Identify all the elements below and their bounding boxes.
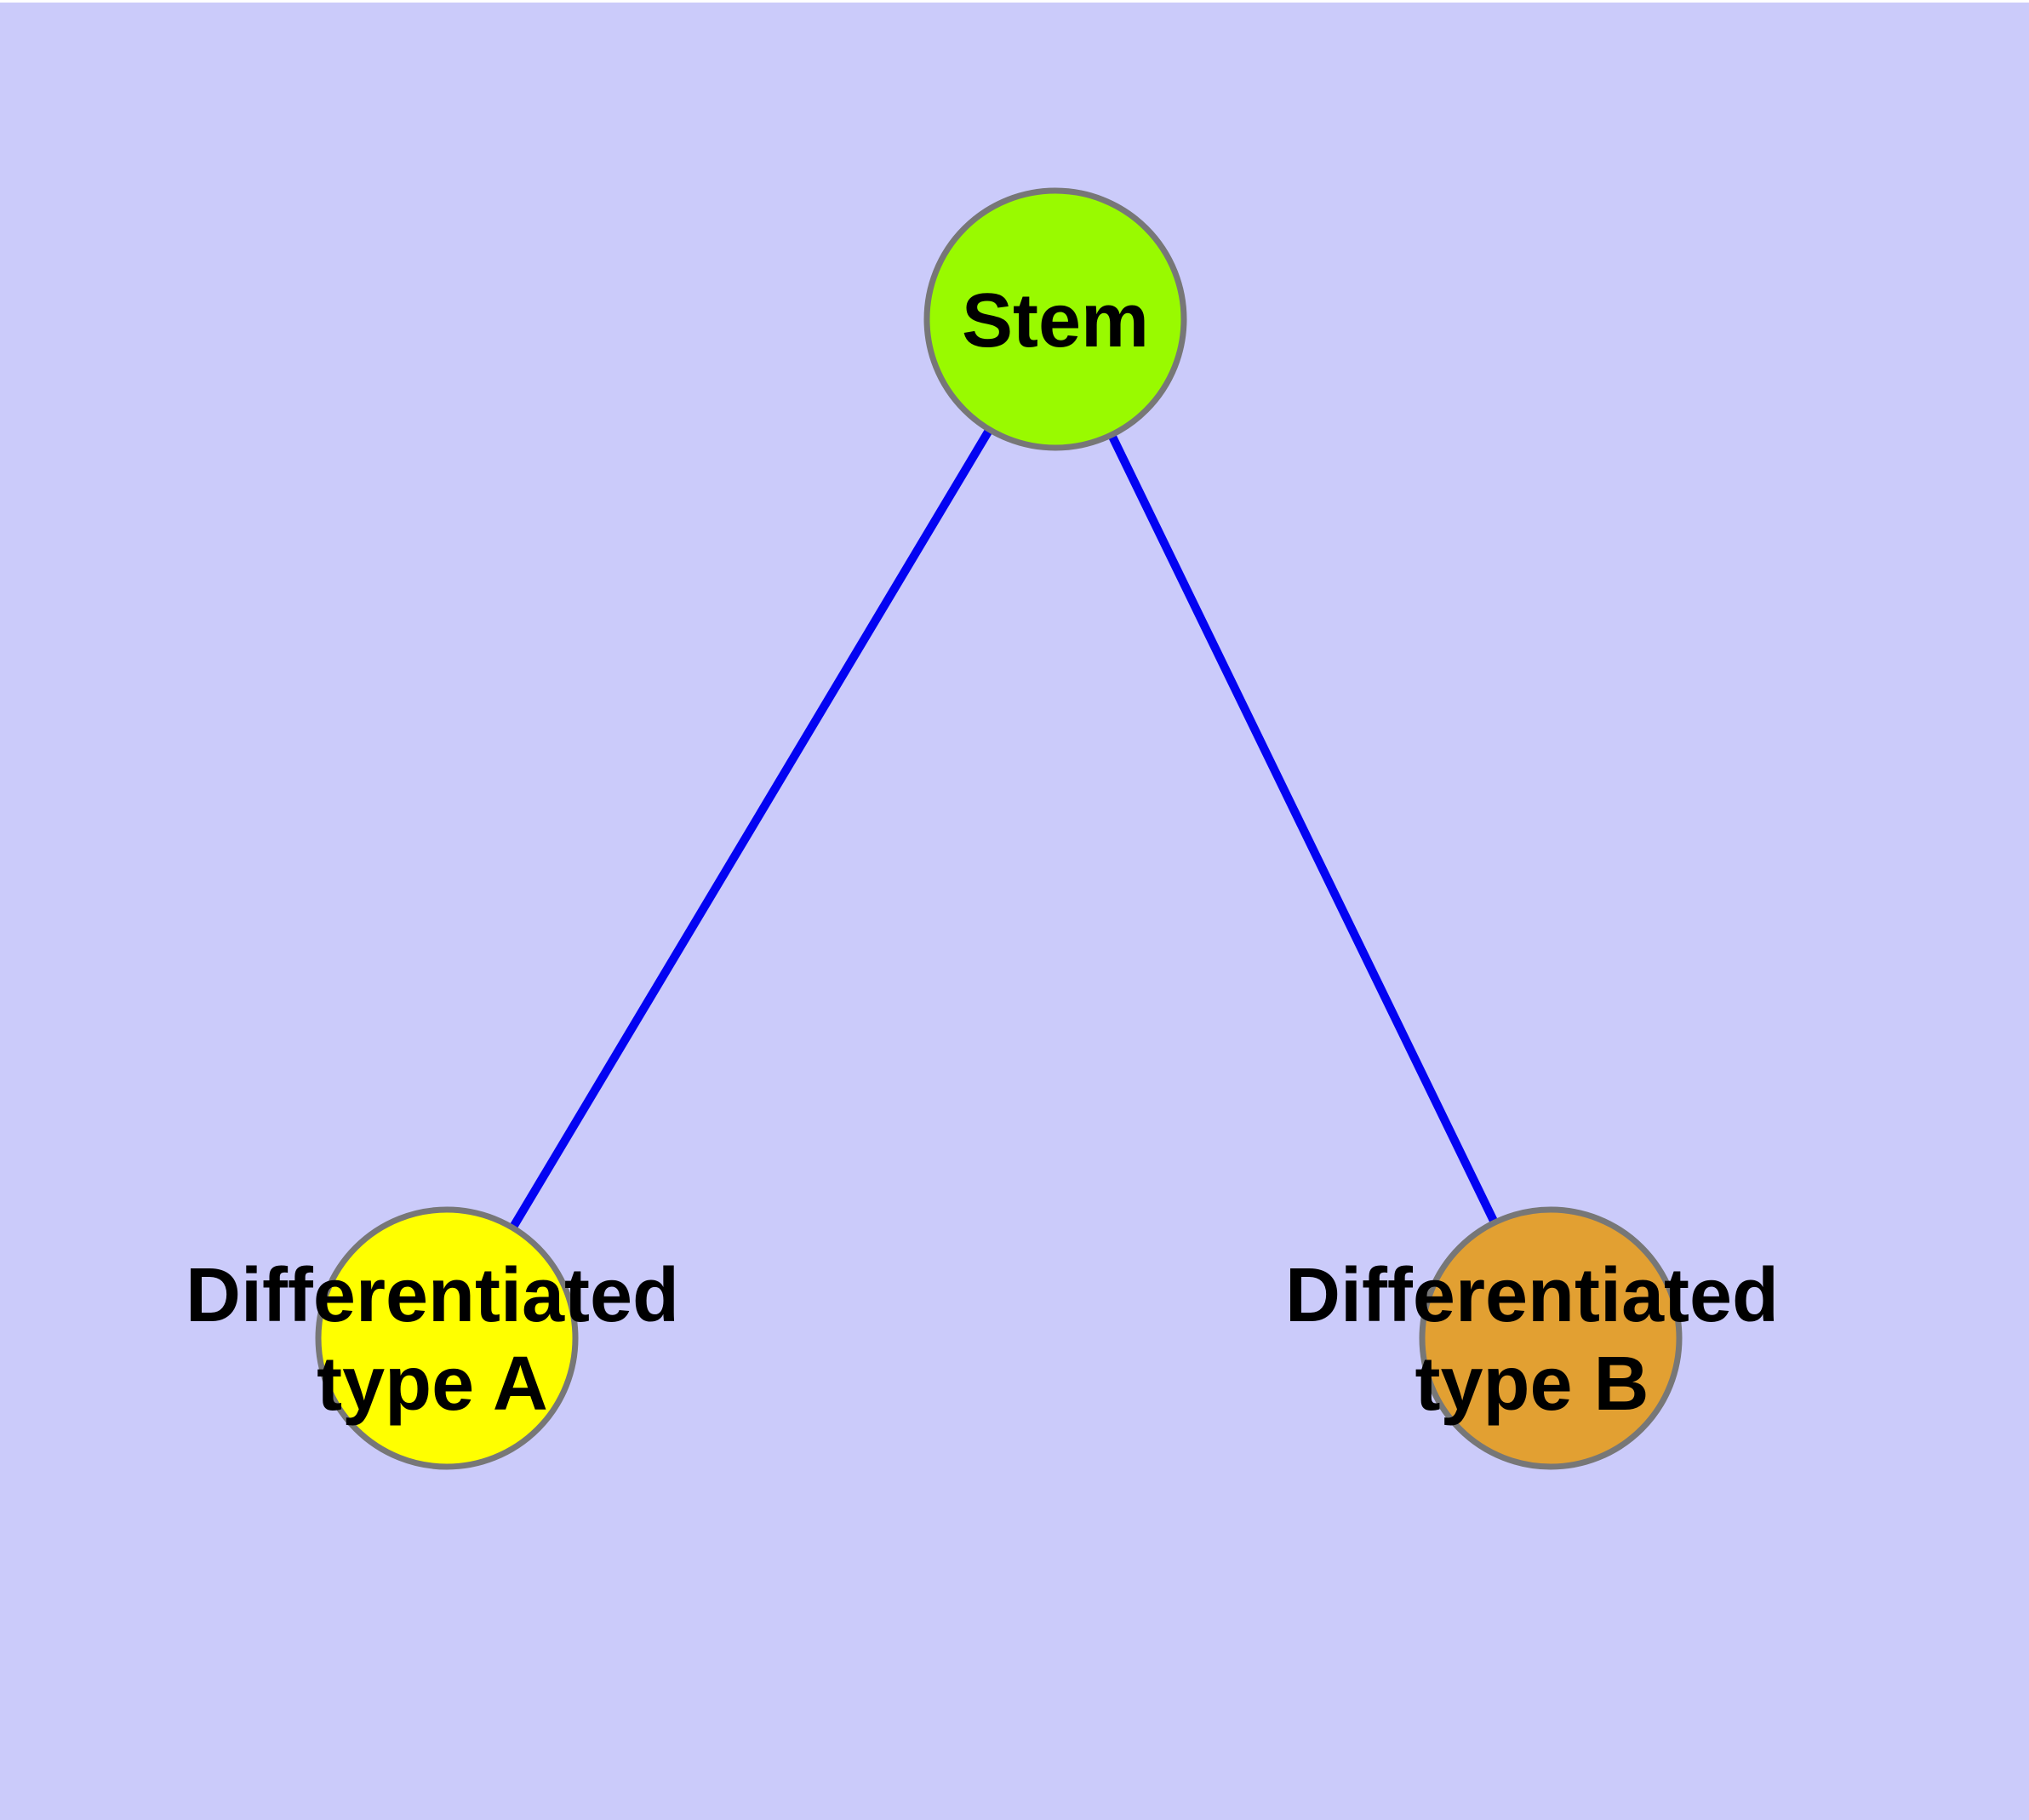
node-type-a-label-line1: Differentiated: [186, 1253, 679, 1338]
edge-stem-to-type-a: [443, 317, 1060, 1341]
node-type-a-circle: [315, 1206, 579, 1470]
node-stem-circle: [923, 187, 1187, 451]
node-type-b-label-line1: Differentiated: [1285, 1253, 1779, 1338]
edge-stem-to-type-b: [1051, 317, 1555, 1341]
node-type-b-circle: [1419, 1206, 1683, 1470]
node-type-b-label-line2: type B: [1415, 1342, 1649, 1427]
node-type-a-label-line2: type A: [317, 1342, 548, 1427]
node-stem-label: Stem: [962, 278, 1149, 363]
top-edge-strip: [0, 0, 2029, 3]
